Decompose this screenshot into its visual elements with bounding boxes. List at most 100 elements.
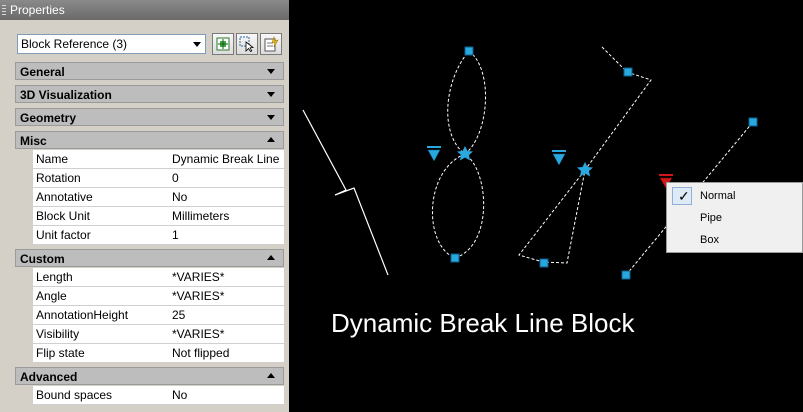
property-name-cell: Rotation xyxy=(33,169,184,188)
property-value: *VARIES* xyxy=(172,327,225,341)
property-row[interactable]: Length *VARIES* xyxy=(15,268,284,287)
property-row[interactable]: Bound spaces No xyxy=(15,386,284,405)
property-row[interactable]: Unit factor 1 xyxy=(15,226,284,245)
property-value: Dynamic Break Line xyxy=(172,152,280,166)
property-name-cell: Name xyxy=(33,150,184,169)
property-value: *VARIES* xyxy=(172,270,225,284)
category-label: Advanced xyxy=(20,370,78,384)
property-row[interactable]: Name Dynamic Break Line xyxy=(15,150,284,169)
property-row[interactable]: Rotation 0 xyxy=(15,169,284,188)
expand-arrow-icon[interactable] xyxy=(267,69,275,74)
drawing-area[interactable] xyxy=(289,0,803,412)
collapse-arrow-icon[interactable] xyxy=(267,373,275,378)
collapse-arrow-icon[interactable] xyxy=(267,137,275,142)
category-geometry[interactable]: Geometry xyxy=(15,108,284,126)
property-name: Name xyxy=(36,152,69,166)
select-objects-button[interactable] xyxy=(236,33,258,55)
selection-dropdown-value: Block Reference (3) xyxy=(21,37,128,51)
quick-select-button[interactable] xyxy=(260,33,282,55)
menu-item-label: Box xyxy=(700,234,719,246)
menu-item-label: Normal xyxy=(700,190,736,202)
grip-handle[interactable] xyxy=(539,258,549,268)
palette-title: Properties xyxy=(10,3,65,17)
rotation-grip-icon[interactable] xyxy=(577,162,593,177)
property-name-cell: Visibility xyxy=(33,325,184,344)
menu-item-normal[interactable]: ✓ Normal xyxy=(667,185,802,207)
property-name: Visibility xyxy=(36,327,80,341)
category-label: Geometry xyxy=(20,111,77,125)
grip-handle[interactable] xyxy=(621,270,631,280)
category-advanced[interactable]: Advanced xyxy=(15,367,284,385)
toggle-pickadd-button[interactable] xyxy=(212,33,234,55)
property-row[interactable]: Angle *VARIES* xyxy=(15,287,284,306)
expand-arrow-icon[interactable] xyxy=(267,115,275,120)
category-general[interactable]: General xyxy=(15,62,284,80)
checkmark-icon: ✓ xyxy=(678,188,690,204)
menu-item-box[interactable]: Box xyxy=(667,229,802,251)
property-value-cell[interactable]: *VARIES* xyxy=(169,287,284,306)
property-value-cell[interactable]: 25 xyxy=(169,306,284,325)
grip-handle[interactable] xyxy=(450,253,460,263)
property-name-cell: Bound spaces xyxy=(33,386,184,405)
property-name: Angle xyxy=(36,289,67,303)
grip-handle[interactable] xyxy=(464,46,474,56)
property-value-cell[interactable]: Not flipped xyxy=(169,344,284,363)
property-value-cell[interactable]: *VARIES* xyxy=(169,325,284,344)
expand-arrow-icon[interactable] xyxy=(267,92,275,97)
properties-palette: Properties Block Reference (3) General 3D… xyxy=(0,0,289,412)
property-value-cell[interactable]: Millimeters xyxy=(169,207,284,226)
property-name: Block Unit xyxy=(36,209,91,223)
property-value: *VARIES* xyxy=(172,289,225,303)
drawing-caption-text: Dynamic Break Line Block xyxy=(331,308,635,338)
property-value: 1 xyxy=(172,228,179,242)
lookup-grip-icon[interactable] xyxy=(427,146,441,162)
property-value: 25 xyxy=(172,308,186,322)
grip-handle[interactable] xyxy=(748,117,758,127)
property-value-cell[interactable]: *VARIES* xyxy=(169,268,284,287)
property-value-cell[interactable]: 1 xyxy=(169,226,284,245)
property-name-cell: AnnotationHeight xyxy=(33,306,184,325)
break-line-box[interactable] xyxy=(518,46,652,264)
property-name: Length xyxy=(36,270,73,284)
category-3d-visualization[interactable]: 3D Visualization xyxy=(15,85,284,103)
property-name: Bound spaces xyxy=(36,388,113,402)
grip-icon[interactable] xyxy=(2,5,6,15)
lookup-grip-icon[interactable] xyxy=(552,150,566,166)
select-objects-icon xyxy=(239,36,255,52)
grip-handle[interactable] xyxy=(623,67,633,77)
property-name-cell: Angle xyxy=(33,287,184,306)
break-line-static[interactable] xyxy=(302,109,389,276)
break-line-pipe-loop[interactable] xyxy=(431,50,486,259)
collapse-arrow-icon[interactable] xyxy=(267,255,275,260)
property-name: Flip state xyxy=(36,346,85,360)
category-label: Misc xyxy=(20,134,47,148)
property-name-cell: Annotative xyxy=(33,188,184,207)
palette-titlebar[interactable]: Properties xyxy=(0,0,289,20)
menu-check-highlight xyxy=(672,187,692,205)
property-name: Rotation xyxy=(36,171,81,185)
category-custom[interactable]: Custom xyxy=(15,249,284,267)
property-value-cell[interactable]: No xyxy=(169,188,284,207)
property-value-cell[interactable]: 0 xyxy=(169,169,284,188)
break-line-normal[interactable] xyxy=(625,121,754,276)
rotation-grip-icon[interactable] xyxy=(457,146,473,161)
category-misc[interactable]: Misc xyxy=(15,131,284,149)
property-value-cell[interactable]: Dynamic Break Line xyxy=(169,150,284,169)
chevron-down-icon xyxy=(193,42,201,47)
property-row[interactable]: Visibility *VARIES* xyxy=(15,325,284,344)
property-row[interactable]: Block Unit Millimeters xyxy=(15,207,284,226)
category-label: General xyxy=(20,65,65,79)
property-value: Millimeters xyxy=(172,209,230,223)
property-value: No xyxy=(172,388,188,402)
property-value: Not flipped xyxy=(172,346,230,360)
property-name: Annotative xyxy=(36,190,93,204)
property-row[interactable]: Annotative No xyxy=(15,188,284,207)
selection-dropdown[interactable]: Block Reference (3) xyxy=(17,34,206,54)
property-row[interactable]: Flip state Not flipped xyxy=(15,344,284,363)
menu-item-pipe[interactable]: Pipe xyxy=(667,207,802,229)
property-name: Unit factor xyxy=(36,228,91,242)
property-value-cell[interactable]: No xyxy=(169,386,284,405)
category-label: Custom xyxy=(20,252,65,266)
